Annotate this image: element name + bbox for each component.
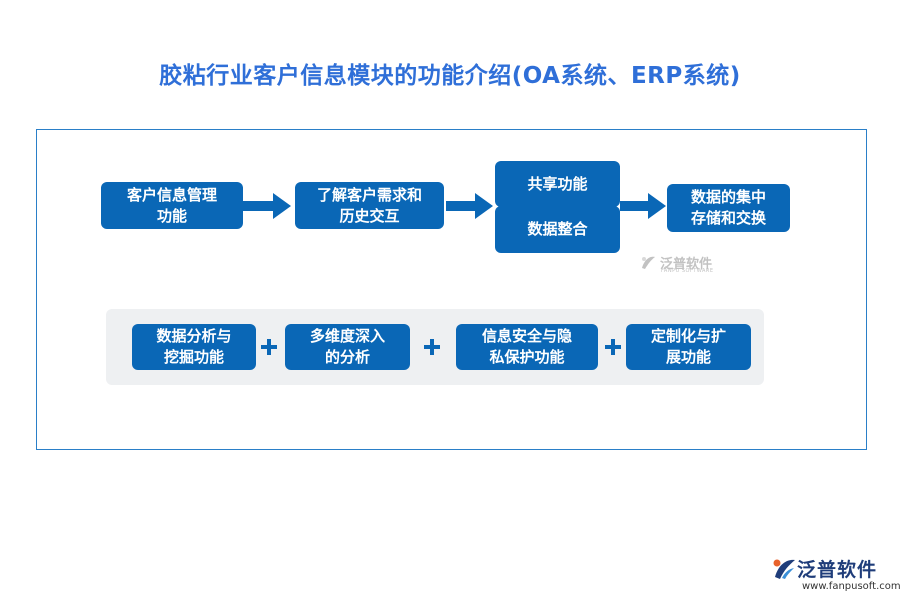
flow-step-customer-info: 客户信息管理 功能: [101, 182, 243, 229]
page-title: 胶粘行业客户信息模块的功能介绍(OA系统、ERP系统): [159, 63, 741, 89]
feature-line: 定制化与扩: [650, 327, 726, 345]
watermark-brand: 泛普软件: [660, 257, 713, 272]
plus-icon: [605, 339, 621, 355]
feature-line: 私保护功能: [489, 348, 565, 366]
feature-line: 的分析: [324, 348, 370, 366]
flow-step-line: 数据的集中: [690, 188, 766, 206]
feature-line: 多维度深入: [309, 327, 385, 345]
feature-line: 数据分析与: [156, 327, 232, 345]
arrow-right-icon: [446, 193, 493, 219]
flow-step-line: 了解客户需求和: [316, 185, 422, 204]
flow-step-sharing: 共享功能: [495, 161, 620, 207]
logo-brand: 泛普软件: [797, 559, 878, 581]
arrow-right-icon: [620, 193, 666, 219]
flow-step-line: 存储和交换: [690, 209, 766, 227]
feature-line: 展功能: [665, 348, 711, 366]
feature-data-analysis: 数据分析与 挖掘功能: [132, 324, 256, 370]
flow-step-line: 历史交互: [339, 206, 400, 225]
diagram-frame: [36, 129, 867, 450]
feature-security-privacy: 信息安全与隐 私保护功能: [456, 324, 598, 370]
fanpu-logo-icon: [642, 256, 655, 269]
logo-url: www.fanpusoft.com: [802, 581, 900, 592]
fanpu-logo: 泛普软件 www.fanpusoft.com: [770, 553, 900, 598]
feature-line: 信息安全与隐: [481, 327, 572, 345]
flow-step-data-integration: 数据整合: [495, 206, 620, 253]
plus-icon: [261, 339, 277, 355]
flow-step-label: 数据整合: [527, 220, 588, 238]
arrow-right-icon: [243, 193, 291, 219]
flow-step-label: 共享功能: [527, 174, 588, 193]
flow-step-storage-exchange: 数据的集中 存储和交换: [667, 184, 790, 232]
feature-line: 挖掘功能: [163, 348, 224, 366]
flow-step-line: 客户信息管理: [126, 185, 217, 204]
feature-customization: 定制化与扩 展功能: [626, 324, 751, 370]
flow-step-customer-needs: 了解客户需求和 历史交互: [295, 182, 444, 229]
watermark: 泛普软件 FANPU SOFTWARE: [639, 253, 739, 274]
feature-multidimensional: 多维度深入 的分析: [285, 324, 410, 370]
watermark-sub: FANPU SOFTWARE: [661, 268, 714, 274]
plus-icon: [424, 339, 440, 355]
fanpu-logo-icon: [773, 559, 795, 579]
flow-step-line: 功能: [156, 206, 187, 225]
